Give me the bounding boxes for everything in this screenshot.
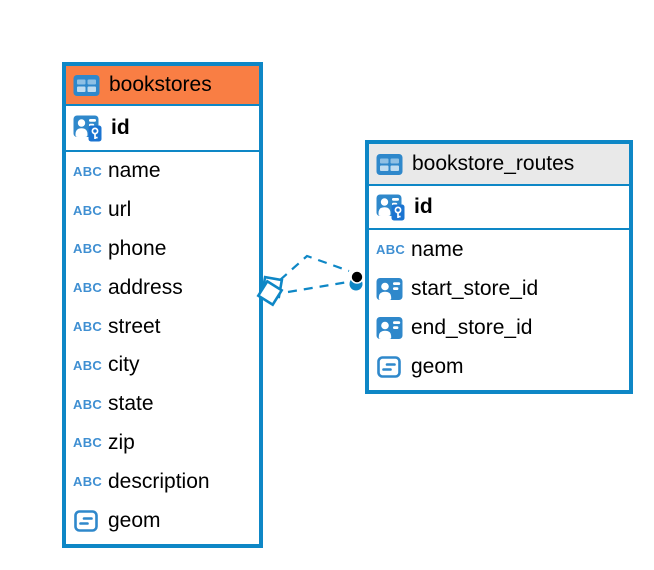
- table-icon: [73, 74, 100, 96]
- person-ref-icon: [376, 277, 403, 300]
- person-key-icon: [376, 194, 405, 220]
- column-row-name[interactable]: ABC name: [66, 152, 259, 191]
- person-ref-icon: [376, 316, 403, 339]
- text-abc-icon: ABC: [73, 319, 103, 335]
- column-row-address[interactable]: ABC address: [66, 268, 259, 307]
- column-row-state[interactable]: ABC state: [66, 385, 259, 424]
- column-name: phone: [108, 236, 167, 260]
- primary-key-name: id: [414, 195, 433, 218]
- table-header[interactable]: bookstore_routes: [369, 144, 629, 186]
- column-row-start_store_id[interactable]: start_store_id: [369, 269, 629, 308]
- column-name: street: [108, 314, 161, 338]
- column-row-street[interactable]: ABC street: [66, 307, 259, 346]
- primary-key-name: id: [111, 116, 130, 139]
- column-name: start_store_id: [411, 276, 539, 300]
- person-key-icon: [73, 115, 102, 141]
- column-name: geom: [411, 354, 464, 378]
- relationship-line: [287, 280, 349, 294]
- text-abc-icon: ABC: [73, 241, 103, 257]
- column-list: ABC name start_store_id end_store_id geom: [369, 230, 629, 390]
- column-row-end_store_id[interactable]: end_store_id: [369, 308, 629, 347]
- column-row-city[interactable]: ABC city: [66, 346, 259, 385]
- geometry-icon: [377, 355, 401, 378]
- primary-key-row[interactable]: id: [369, 186, 629, 230]
- text-abc-icon: ABC: [73, 357, 103, 373]
- text-abc-icon: ABC: [73, 474, 103, 490]
- column-name: name: [108, 159, 161, 183]
- relationship-connector[interactable]: [250, 240, 380, 320]
- column-name: description: [108, 469, 210, 493]
- primary-key-row[interactable]: id: [66, 106, 259, 152]
- diamond-endpoint-marker: [256, 275, 284, 307]
- text-abc-icon: ABC: [73, 396, 103, 412]
- column-row-zip[interactable]: ABC zip: [66, 424, 259, 463]
- column-name: address: [108, 275, 183, 299]
- column-name: url: [108, 198, 132, 222]
- table-title: bookstores: [109, 73, 212, 96]
- column-name: city: [108, 353, 140, 377]
- dot-endpoint-marker: [349, 270, 364, 291]
- column-name: name: [411, 237, 464, 261]
- column-name: zip: [108, 430, 135, 454]
- text-abc-icon: ABC: [73, 435, 103, 451]
- table-header[interactable]: bookstores: [66, 66, 259, 106]
- column-name: end_store_id: [411, 315, 533, 339]
- text-abc-icon: ABC: [376, 242, 406, 257]
- column-row-name[interactable]: ABC name: [369, 230, 629, 269]
- column-row-geom[interactable]: geom: [66, 501, 259, 540]
- geometry-icon: [74, 509, 98, 532]
- column-name: state: [108, 392, 154, 416]
- table-title: bookstore_routes: [412, 152, 575, 175]
- text-abc-icon: ABC: [73, 202, 103, 218]
- relationship-line: [279, 254, 350, 281]
- column-row-description[interactable]: ABC description: [66, 462, 259, 501]
- table-icon: [376, 153, 403, 175]
- column-row-url[interactable]: ABC url: [66, 191, 259, 230]
- text-abc-icon: ABC: [73, 163, 103, 179]
- column-name: geom: [108, 508, 161, 532]
- text-abc-icon: ABC: [73, 280, 103, 296]
- column-row-phone[interactable]: ABC phone: [66, 230, 259, 269]
- column-row-geom[interactable]: geom: [369, 347, 629, 386]
